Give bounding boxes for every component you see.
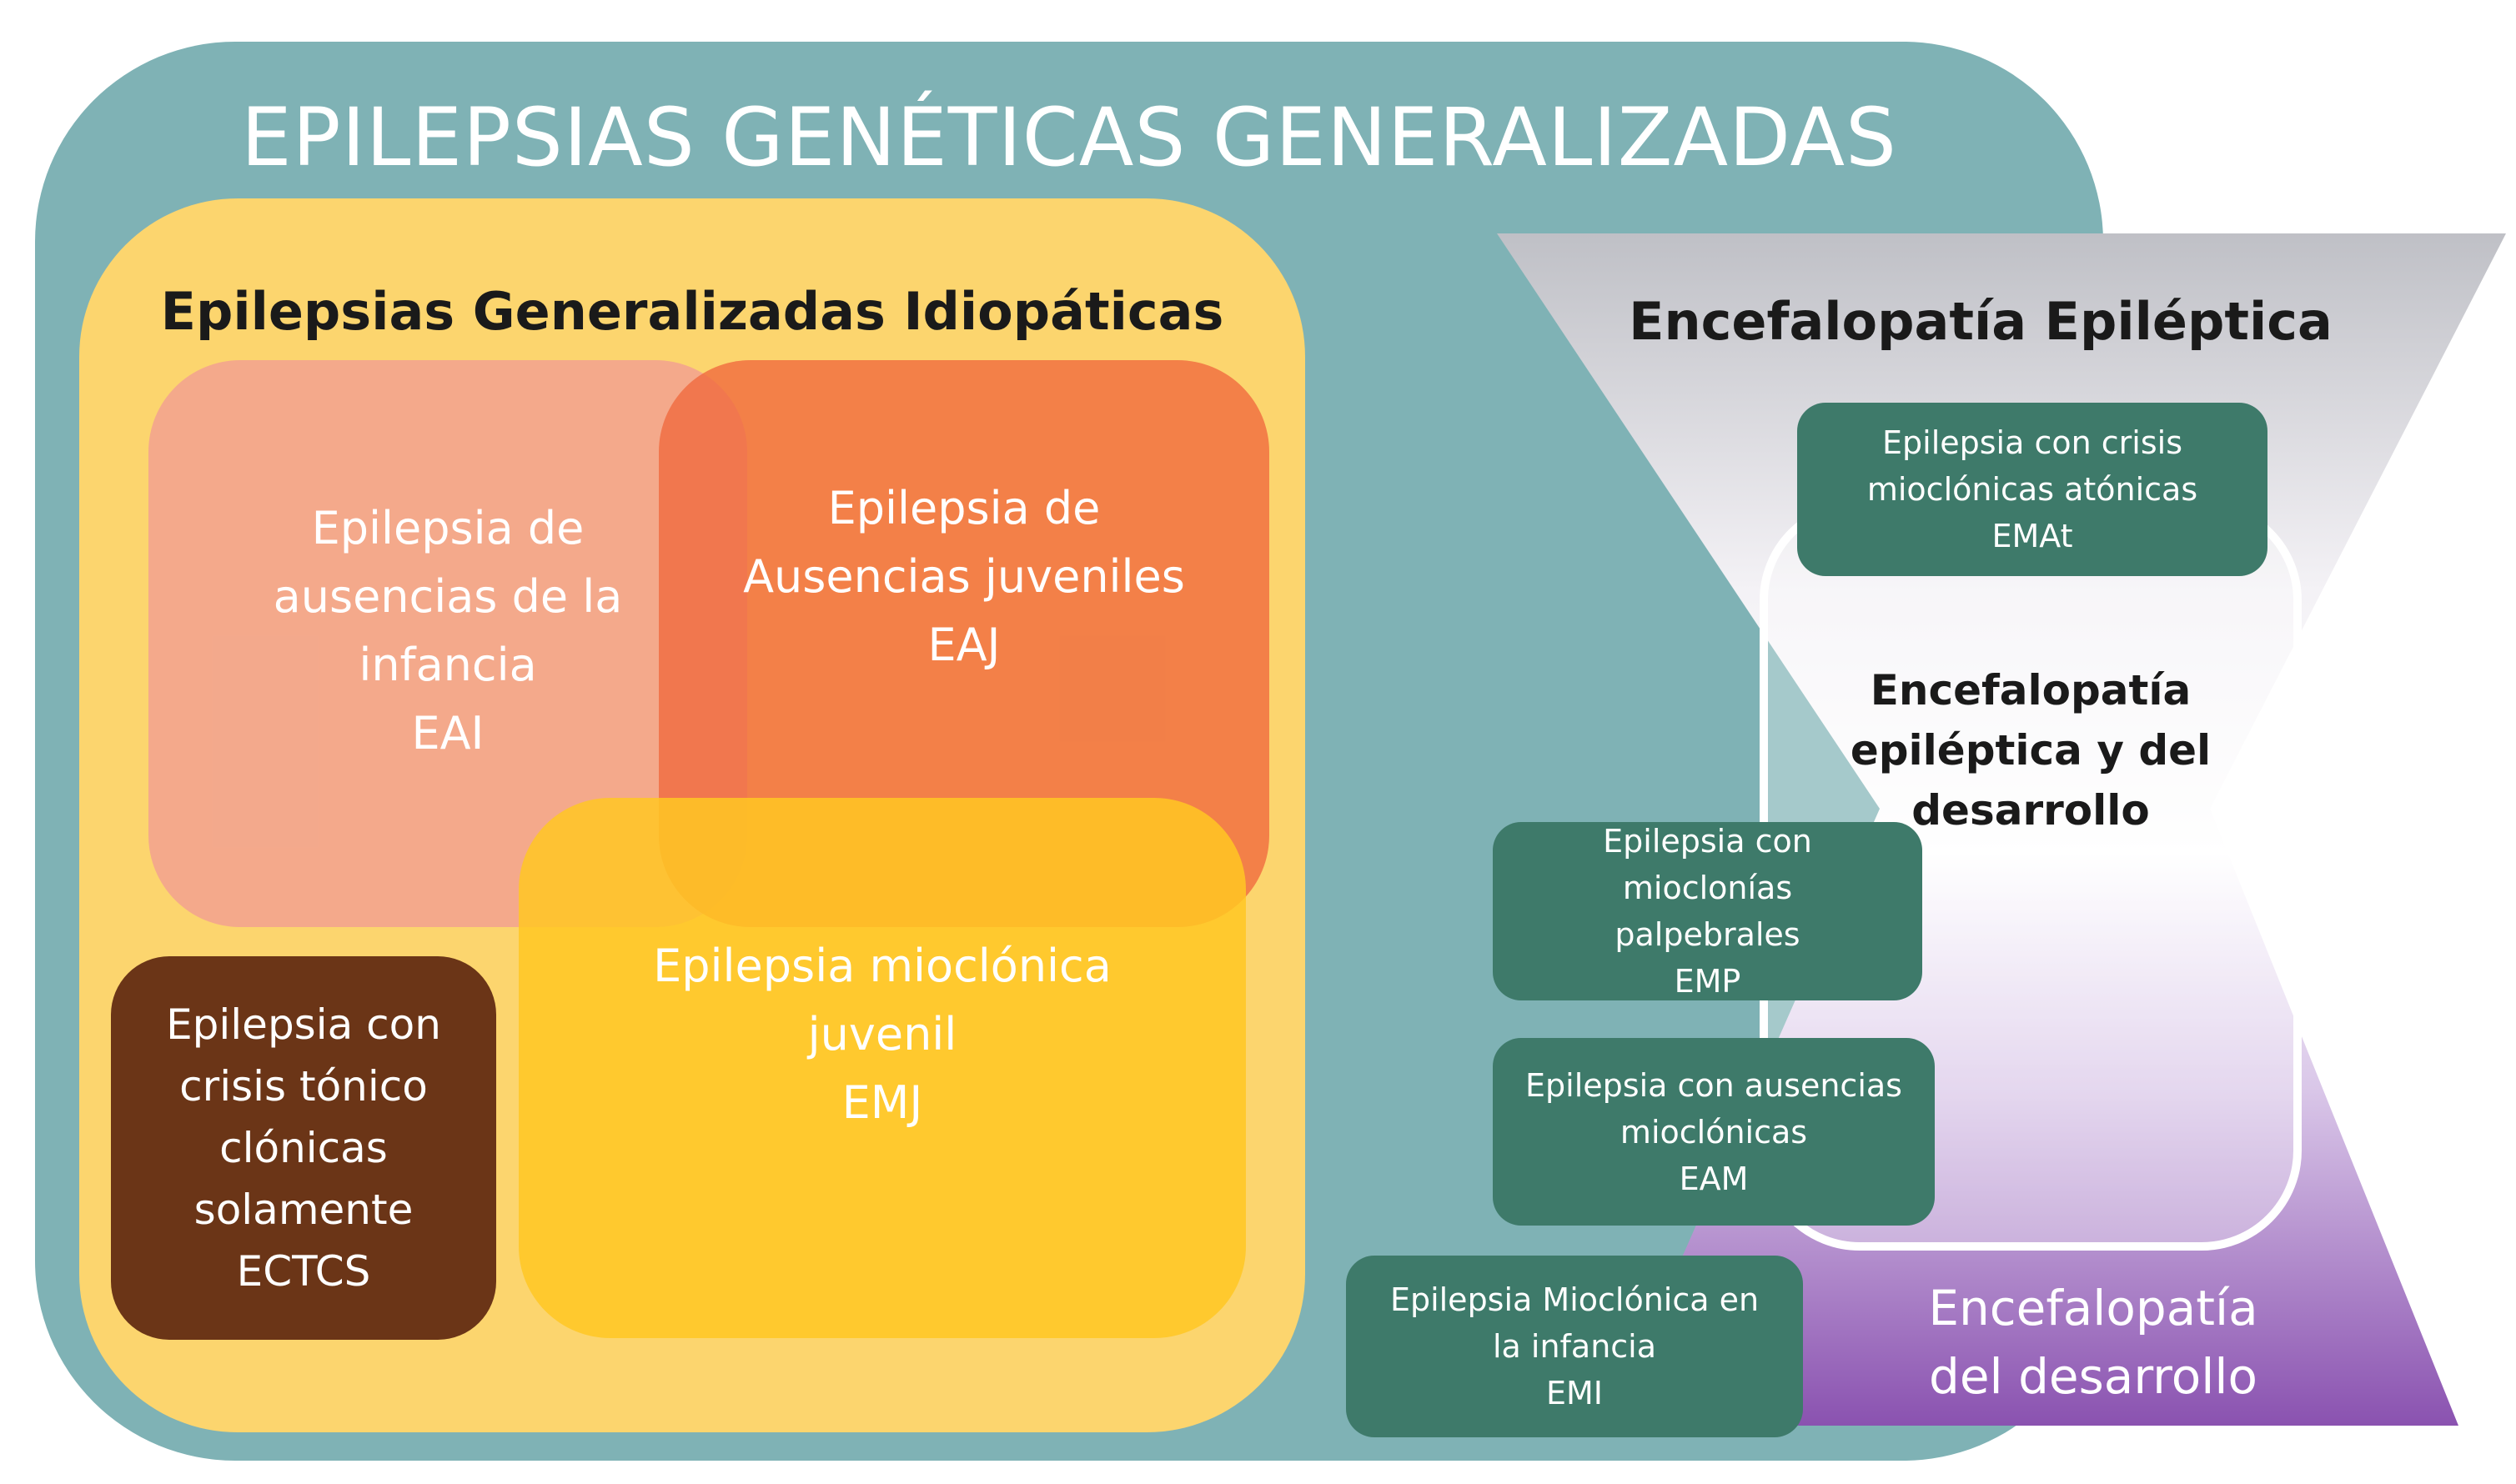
emat-line-1: Epilepsia con crisis (1882, 424, 2182, 461)
eam-abbr: EAM (1679, 1160, 1749, 1197)
eam-box: Epilepsia con ausencias mioclónicas EAM (1493, 1038, 1935, 1226)
dee-line-2: epiléptica y del (1850, 726, 2212, 775)
dee-line-1: Encefalopatía (1870, 666, 2192, 714)
eai-line-1: Epilepsia de (311, 502, 585, 554)
emp-line-1: Epilepsia con (1603, 823, 1812, 860)
emp-box: Epilepsia con mioclonías palpebrales EMP (1493, 822, 1922, 1000)
emi-line-2: la infancia (1492, 1328, 1657, 1365)
emp-abbr: EMP (1674, 963, 1741, 1000)
emj-abbr: EMJ (841, 1076, 923, 1129)
eaj-line-2: Ausencias juveniles (743, 550, 1185, 603)
emi-line-1: Epilepsia Mioclónica en (1389, 1281, 1760, 1318)
epileptic-encephalopathy-title: Encefalopatía Epiléptica (1629, 290, 2333, 352)
emj-line-1: Epilepsia mioclónica (653, 940, 1112, 992)
eam-line-2: mioclónicas (1620, 1113, 1808, 1151)
de-line-1: Encefalopatía (1928, 1280, 2258, 1336)
emj-box: Epilepsia mioclónica juvenil EMJ (519, 798, 1246, 1338)
eai-line-2: ausencias de la (273, 570, 623, 623)
de-line-2: del desarrollo (1929, 1348, 2257, 1405)
emi-abbr: EMI (1545, 1375, 1603, 1411)
developmental-encephalopathy-label: Encefalopatía del desarrollo (1835, 1259, 2352, 1426)
emat-box: Epilepsia con crisis mioclónicas atónica… (1797, 403, 2267, 576)
eai-line-3: infancia (359, 639, 537, 691)
emat-abbr: EMAt (1991, 518, 2073, 554)
ectcs-abbr: ECTCS (236, 1247, 371, 1296)
ectcs-line-2: crisis tónico (179, 1062, 428, 1110)
emp-line-3: palpebrales (1615, 916, 1800, 953)
eaj-line-1: Epilepsia de (827, 482, 1101, 534)
emj-line-2: juvenil (807, 1008, 957, 1060)
emp-line-2: mioclonías (1622, 870, 1793, 906)
developmental-epileptic-encephalopathy-label: Encefalopatía epiléptica y del desarroll… (1785, 642, 2277, 859)
ectcs-line-4: solamente (193, 1186, 414, 1234)
idiopathic-generalized-epilepsies-title: Epilepsias Generalizadas Idiopáticas (160, 280, 1224, 342)
eam-line-1: Epilepsia con ausencias (1525, 1066, 1902, 1104)
emat-line-2: mioclónicas atónicas (1866, 471, 2198, 508)
eai-abbr: EAI (411, 707, 485, 760)
ectcs-line-3: clónicas (219, 1124, 388, 1172)
dee-line-3: desarrollo (1911, 786, 2150, 835)
eaj-abbr: EAJ (927, 619, 1001, 671)
emi-box: Epilepsia Mioclónica en la infancia EMI (1346, 1256, 1803, 1437)
ectcs-box: Epilepsia con crisis tónico clónicas sol… (111, 956, 496, 1340)
genetic-generalized-epilepsies-title: EPILEPSIAS GENÉTICAS GENERALIZADAS (241, 91, 1897, 184)
ectcs-line-1: Epilepsia con (166, 1000, 441, 1049)
